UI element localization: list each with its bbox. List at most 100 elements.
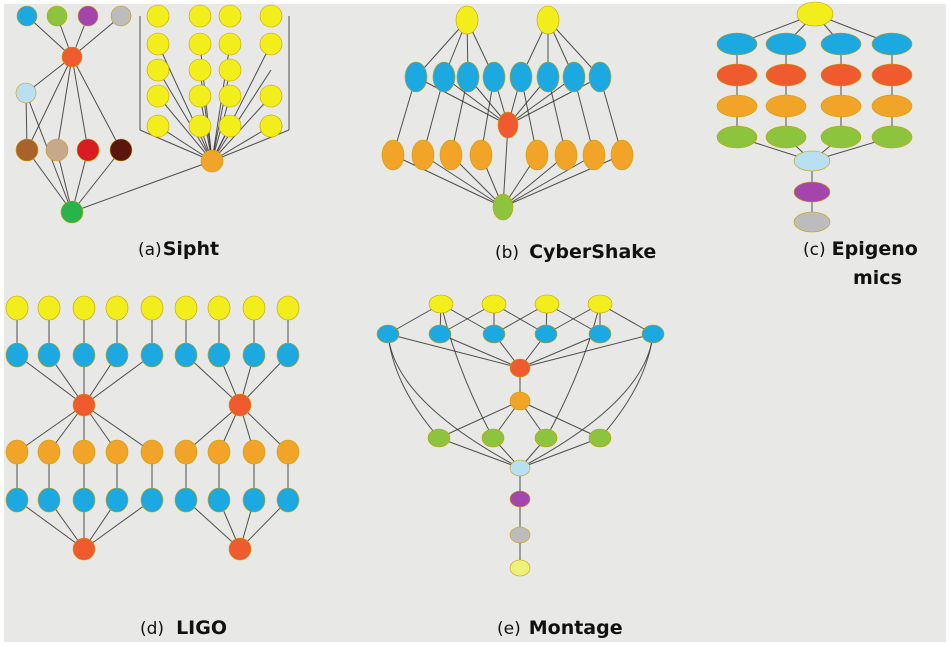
caption-epigenomics-name: Epigeno	[832, 238, 918, 260]
ligo-g0-yellow-node-2	[72, 295, 96, 321]
sipht-yellow-node-3-2	[259, 84, 283, 108]
sipht-yellow-node-0-0	[146, 32, 170, 56]
montage-blue-node-3	[534, 324, 558, 344]
ligo-g1-red2-node	[228, 537, 252, 561]
caption-epigenomics-prefix: (c)	[803, 240, 826, 260]
cybershake-orange-node-3	[469, 139, 493, 171]
cybershake-edge-66	[502, 154, 595, 208]
ligo-g0-orange-node-3	[105, 439, 129, 465]
montage-edge-163	[438, 437, 521, 469]
ligo-g1-blue2-node-0	[174, 487, 198, 513]
ligo-g1-yellow-node-2	[242, 295, 266, 321]
cybershake-edge-68	[502, 124, 509, 208]
ligo-g1-blue-node-2	[242, 342, 266, 368]
caption-ligo: (d)LIGO	[140, 617, 227, 639]
montage-purple-node	[509, 490, 531, 508]
montage-edge-152	[519, 333, 601, 369]
sipht-top-node-1	[46, 5, 68, 27]
sipht-lightblue-node	[15, 82, 37, 104]
ligo-g0-yellow-node-4	[140, 295, 164, 321]
caption-epigenomics: (c) Epigeno	[803, 238, 918, 260]
ligo-g1-blue-node-0	[174, 342, 198, 368]
epigenomics-node-2-3	[820, 125, 862, 149]
ligo-g0-orange-node-1	[37, 439, 61, 465]
ligo-g0-blue2-node-1	[37, 487, 61, 513]
ligo-g0-blue-node-2	[72, 342, 96, 368]
caption-ligo-name: LIGO	[176, 617, 227, 639]
epigenomics-node-2-2	[820, 94, 862, 118]
cybershake-blue-node-2	[456, 61, 480, 93]
epigenomics-node-1-3	[765, 125, 807, 149]
ligo-g0-red2-node	[72, 537, 96, 561]
ligo-g0-blue-node-1	[37, 342, 61, 368]
sipht-yellow-node-0-2	[146, 84, 170, 108]
montage-green-node-1	[481, 428, 505, 448]
sipht-yellow-node-2-0	[218, 32, 242, 56]
ligo-g1-blue-node-1	[207, 342, 231, 368]
cybershake-orange-node-0	[381, 139, 405, 171]
sipht-yellow-node-2-2	[218, 84, 242, 108]
ligo-g0-blue-node-3	[105, 342, 129, 368]
ligo-g1-orange-node-3	[276, 439, 300, 465]
sipht-yellow-node-top-1	[188, 4, 212, 28]
epigenomics-gray-node	[793, 211, 831, 233]
ligo-g1-orange-node-1	[207, 439, 231, 465]
montage-orange-node	[509, 391, 531, 411]
sipht-hub-node	[61, 46, 83, 68]
sipht-yellow-node-1-1	[188, 58, 212, 82]
montage-gray-node	[509, 526, 531, 544]
ligo-g0-orange-node-0	[5, 439, 29, 465]
cybershake-edge-50	[507, 76, 575, 126]
montage-yellow-node-0	[428, 294, 454, 314]
cybershake-center-node	[497, 111, 519, 139]
sipht-yellow-node-2-1	[218, 58, 242, 82]
ligo-edge-109	[83, 404, 153, 453]
epigenomics-node-0-3	[716, 125, 758, 149]
ligo-g0-orange-node-4	[140, 439, 164, 465]
montage-green-node-0	[427, 428, 451, 448]
montage-edge-148	[387, 333, 521, 369]
sipht-yellow-node-1-3	[188, 114, 212, 138]
cybershake-blue-node-3	[482, 61, 506, 93]
cybershake-edge-60	[392, 154, 504, 208]
montage-yellow-node-2	[534, 294, 560, 314]
sipht-yellow-node-0-3	[146, 114, 170, 138]
cybershake-orange-node-7	[610, 139, 634, 171]
caption-montage-name: Montage	[529, 617, 623, 639]
ligo-g1-blue2-node-2	[242, 487, 266, 513]
cybershake-orange-node-6	[582, 139, 606, 171]
cybershake-blue-node-1	[432, 61, 456, 93]
montage-blue-node-0	[376, 324, 400, 344]
montage-green-node-2	[534, 428, 558, 448]
ligo-g1-yellow-node-1	[207, 295, 231, 321]
ligo-g0-yellow-node-1	[37, 295, 61, 321]
montage-yellow-node-3	[587, 294, 613, 314]
sipht-edge-7	[71, 56, 89, 151]
cybershake-blue-node-6	[562, 61, 586, 93]
montage-green-node-3	[588, 428, 612, 448]
sipht-yellow-node-3-0	[259, 32, 283, 56]
montage-blue-node-5	[641, 324, 665, 344]
sipht-row-node-0	[15, 138, 39, 162]
sipht-yellow-node-extra	[259, 114, 283, 138]
caption-sipht: (a)Sipht	[138, 238, 219, 260]
ligo-edge-132	[185, 499, 241, 550]
ligo-g0-red-node	[72, 393, 96, 417]
cybershake-blue-node-4	[509, 61, 533, 93]
sipht-row-node-2	[76, 138, 100, 162]
cybershake-source-node-0	[455, 5, 479, 35]
epigenomics-node-0-2	[716, 94, 758, 118]
cybershake-edge-65	[502, 154, 567, 208]
sipht-edge-28	[211, 43, 272, 162]
montage-edge-161	[440, 303, 494, 439]
cybershake-orange-node-4	[525, 139, 549, 171]
sipht-top-node-2	[77, 5, 99, 27]
montage-blue-node-1	[428, 324, 452, 344]
montage-edge-158	[519, 400, 601, 439]
sipht-edge-6	[56, 56, 73, 151]
sipht-edge-5	[26, 56, 73, 151]
ligo-g0-blue-node-4	[140, 342, 164, 368]
ligo-edge-115	[83, 499, 153, 550]
